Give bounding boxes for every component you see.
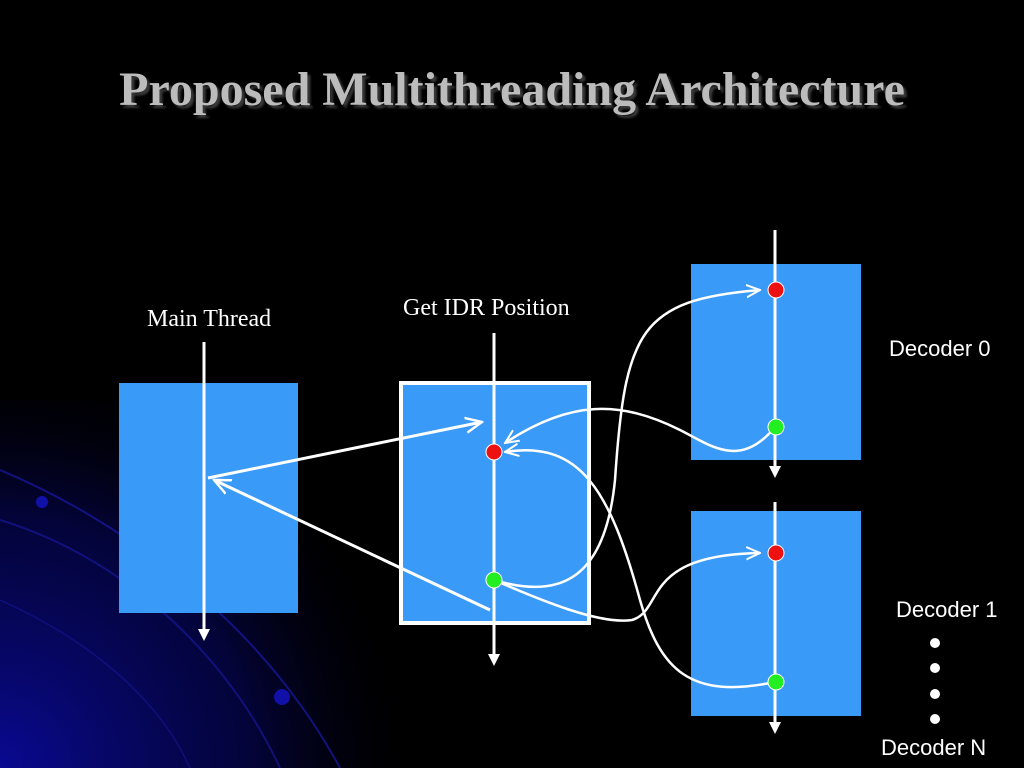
idr-to-main-arrow xyxy=(214,478,491,612)
decoder-n-label: Decoder N xyxy=(881,735,987,760)
decoder-1-label: Decoder 1 xyxy=(896,597,998,622)
main-thread-label: Main Thread xyxy=(147,306,272,332)
decoder-1-green-dot xyxy=(767,673,785,691)
decoder-ellipsis xyxy=(930,638,940,724)
decoder-0-label: Decoder 0 xyxy=(889,336,991,361)
decoder-0-to-idr-curve xyxy=(505,407,776,453)
decoder-1-red-dot xyxy=(767,544,785,562)
idr-green-dot xyxy=(485,571,503,589)
decoder-0-green-dot xyxy=(767,418,785,436)
get-idr-position-label: Get IDR Position xyxy=(403,295,570,321)
decor-dot-2 xyxy=(274,689,290,705)
idr-to-decoder-0-curve xyxy=(493,290,760,589)
idr-red-dot xyxy=(485,443,503,461)
slide-title: Proposed Multithreading Architecture xyxy=(119,63,905,116)
main-to-idr-arrow xyxy=(207,422,482,480)
main-thread-box xyxy=(119,383,298,613)
idr-to-decoder-1-curve xyxy=(493,553,760,622)
decoder-0-red-dot xyxy=(767,281,785,299)
decoder-1-to-idr-curve xyxy=(505,450,776,689)
decor-dot-1 xyxy=(36,496,48,508)
